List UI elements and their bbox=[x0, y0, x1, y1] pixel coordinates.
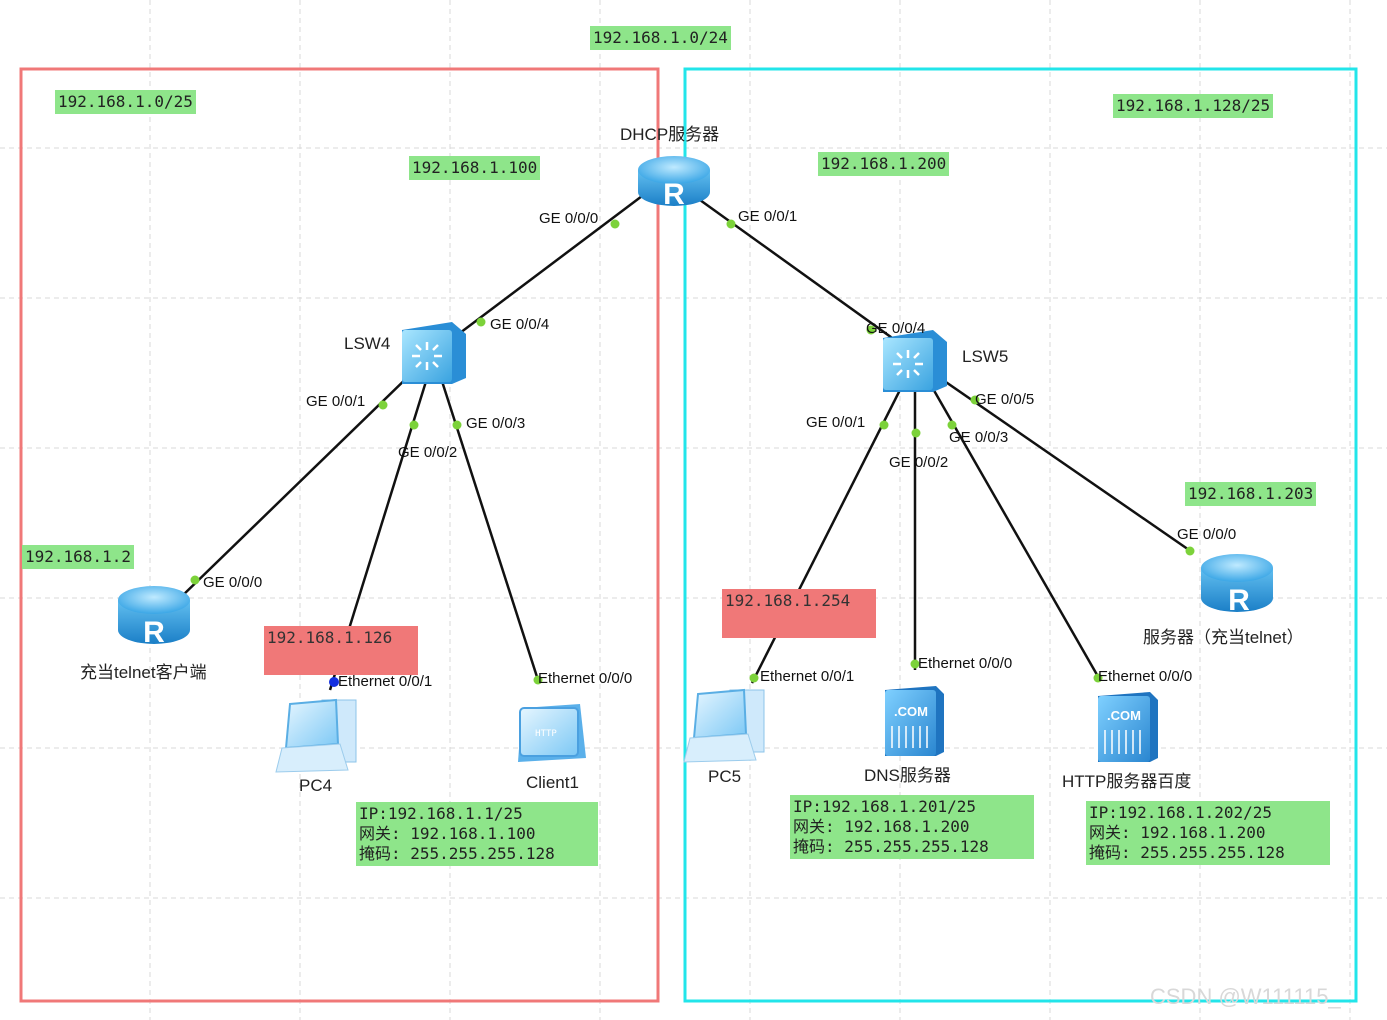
dns-server-icon[interactable]: .COM bbox=[885, 686, 944, 756]
svg-text:.COM: .COM bbox=[1107, 708, 1141, 723]
dhcp-router-icon[interactable]: R bbox=[638, 156, 710, 211]
device-label-telnet-client: 充当telnet客户端 bbox=[80, 663, 207, 682]
config-box-http: IP:192.168.1.202/25 网关: 192.168.1.200 掩码… bbox=[1086, 801, 1330, 865]
device-label-lsw4: LSW4 bbox=[344, 334, 391, 353]
port-label-lsw5-ge003: GE 0/0/3 bbox=[949, 429, 1009, 446]
svg-text:HTTP: HTTP bbox=[535, 729, 557, 739]
watermark: CSDN @W111115_ bbox=[1150, 984, 1341, 1009]
port-dot-pc4-selected bbox=[329, 677, 339, 687]
config-gateway: 网关: 192.168.1.200 bbox=[1089, 823, 1266, 842]
device-label-lsw5: LSW5 bbox=[962, 347, 1009, 366]
svg-text:R: R bbox=[143, 616, 165, 649]
link-dhcp-lsw4[interactable] bbox=[439, 189, 651, 349]
config-ip: IP:192.168.1.201/25 bbox=[793, 797, 977, 816]
port-label-dhcp-ge001: GE 0/0/1 bbox=[738, 208, 798, 225]
port-label-dhcp-ge000: GE 0/0/0 bbox=[539, 210, 599, 227]
port-label-lsw5-ge001: GE 0/0/1 bbox=[806, 414, 866, 431]
link-lsw4-telnet-client[interactable] bbox=[179, 369, 416, 599]
port-label-lsw4-ge004: GE 0/0/4 bbox=[490, 316, 550, 333]
svg-text:R: R bbox=[663, 178, 685, 211]
port-label-lsw4-ge001: GE 0/0/1 bbox=[306, 393, 366, 410]
subnet-label-right: 192.168.1.128/25 bbox=[1113, 94, 1274, 118]
client1-http-client-icon[interactable]: HTTP bbox=[518, 704, 586, 762]
telnet-client-router-icon[interactable]: R bbox=[118, 586, 190, 649]
http-server-icon[interactable]: .COM bbox=[1098, 692, 1158, 762]
pc4-computer-icon[interactable] bbox=[275, 698, 357, 773]
device-label-pc4: PC4 bbox=[299, 776, 333, 795]
port-label-dns-eth: Ethernet 0/0/0 bbox=[918, 655, 1013, 672]
config-mask: 掩码: 255.255.255.128 bbox=[793, 837, 989, 856]
ip-label-pc5: 192.168.1.254 bbox=[722, 589, 876, 638]
svg-text:.COM: .COM bbox=[894, 704, 928, 719]
subnet-label-left: 192.168.1.0/25 bbox=[55, 90, 196, 114]
port-label-http-eth: Ethernet 0/0/0 bbox=[1098, 668, 1193, 685]
ip-label-dhcp-right: 192.168.1.200 bbox=[818, 152, 950, 176]
ip-label-dhcp-left: 192.168.1.100 bbox=[409, 156, 541, 180]
port-label-client1-eth: Ethernet 0/0/0 bbox=[538, 670, 633, 687]
device-label-client1: Client1 bbox=[526, 773, 579, 792]
port-label-server-ge000: GE 0/0/0 bbox=[1177, 526, 1237, 543]
pc5-computer-icon[interactable] bbox=[683, 688, 765, 763]
port-label-pc4-eth: Ethernet 0/0/1 bbox=[338, 673, 433, 690]
telnet-server-router-icon[interactable]: R bbox=[1201, 554, 1273, 617]
config-mask: 掩码: 255.255.255.128 bbox=[359, 844, 555, 863]
port-label-client-ge000: GE 0/0/0 bbox=[203, 574, 263, 591]
ip-label-telnet-client: 192.168.1.2 bbox=[22, 545, 134, 569]
ip-label-pc4: 192.168.1.126 bbox=[264, 626, 418, 675]
device-label-telnet-server: 服务器（充当telnet） bbox=[1143, 628, 1304, 647]
device-label-pc5: PC5 bbox=[708, 767, 742, 786]
port-label-lsw4-ge002: GE 0/0/2 bbox=[398, 444, 458, 461]
port-label-lsw5-ge004: GE 0/0/4 bbox=[866, 320, 926, 337]
subnet-label-whole: 192.168.1.0/24 bbox=[590, 26, 731, 50]
config-ip: IP:192.168.1.202/25 bbox=[1089, 803, 1273, 822]
left-area-border bbox=[19, 67, 660, 1003]
config-gateway: 网关: 192.168.1.200 bbox=[793, 817, 970, 836]
config-ip: IP:192.168.1.1/25 bbox=[359, 804, 523, 823]
lsw4-switch-icon[interactable] bbox=[402, 322, 466, 384]
lsw5-switch-icon[interactable] bbox=[883, 330, 947, 392]
port-label-pc5-eth: Ethernet 0/0/1 bbox=[760, 668, 855, 685]
link-lsw5-http[interactable] bbox=[926, 379, 1102, 681]
port-label-lsw5-ge005: GE 0/0/5 bbox=[975, 391, 1035, 408]
config-gateway: 网关: 192.168.1.100 bbox=[359, 824, 536, 843]
device-label-http-server: HTTP服务器百度 bbox=[1062, 772, 1192, 791]
config-box-client1: IP:192.168.1.1/25 网关: 192.168.1.100 掩码: … bbox=[356, 802, 598, 866]
port-dots bbox=[190, 219, 1195, 685]
right-area-border bbox=[683, 67, 1358, 1003]
device-label-dhcp-server: DHCP服务器 bbox=[620, 125, 720, 144]
config-mask: 掩码: 255.255.255.128 bbox=[1089, 843, 1285, 862]
svg-text:R: R bbox=[1228, 584, 1250, 617]
ip-label-telnet-server: 192.168.1.203 bbox=[1185, 482, 1317, 506]
device-label-dns-server: DNS服务器 bbox=[864, 766, 951, 785]
config-box-dns: IP:192.168.1.201/25 网关: 192.168.1.200 掩码… bbox=[790, 795, 1034, 859]
link-lsw5-telnet-server[interactable] bbox=[939, 376, 1193, 554]
port-label-lsw4-ge003: GE 0/0/3 bbox=[466, 415, 526, 432]
port-label-lsw5-ge002: GE 0/0/2 bbox=[889, 454, 949, 471]
